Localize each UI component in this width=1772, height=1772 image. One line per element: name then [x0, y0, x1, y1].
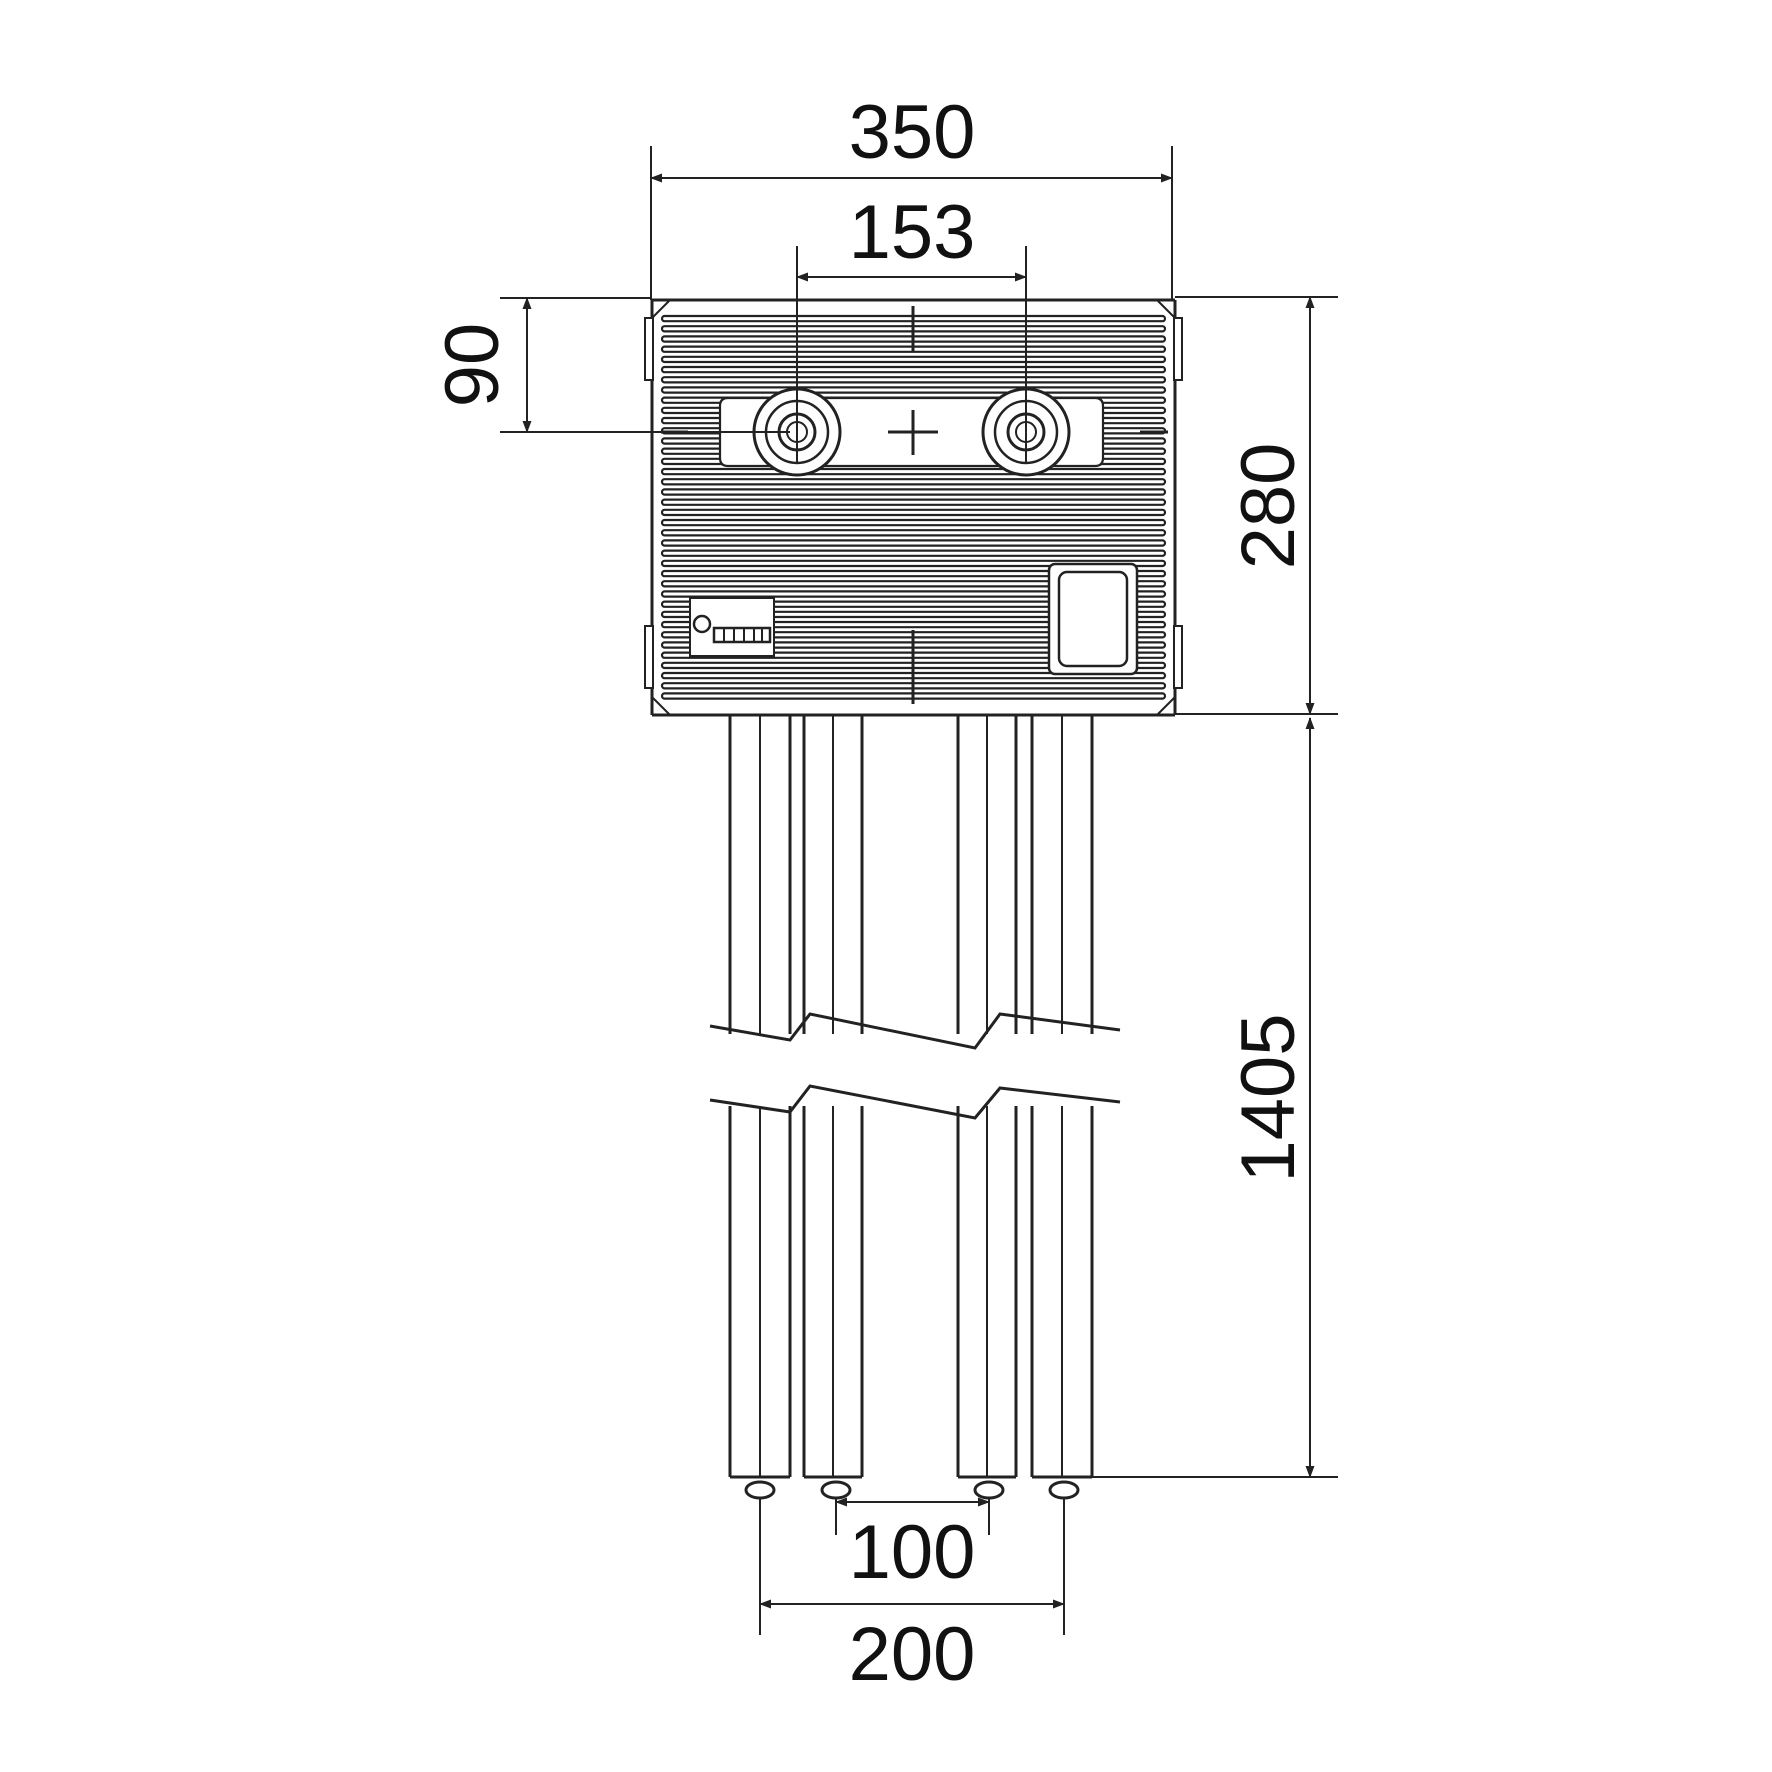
rib: [660, 549, 1167, 557]
rib: [660, 467, 1167, 476]
rib: [660, 590, 1167, 598]
rib: [660, 600, 1167, 608]
dimension-overall-width: 350: [650, 90, 1173, 300]
rib: [660, 508, 1167, 517]
rib: [660, 610, 1167, 619]
rib: [660, 488, 1167, 496]
dimension-inlet-height: 90: [430, 297, 790, 433]
rib: [660, 559, 1167, 568]
rib: [660, 498, 1167, 506]
crosshair-icon: [888, 410, 938, 455]
rib: [660, 376, 1167, 384]
rib: [660, 620, 1167, 629]
dim-label-box-height: 280: [1226, 443, 1311, 570]
rib: [660, 529, 1167, 537]
side-clips: [644, 317, 1183, 689]
rib: [660, 569, 1167, 578]
brand-logo-icon: [689, 597, 775, 657]
dim-label-pipe-length: 1405: [1226, 1013, 1311, 1182]
pipes: [728, 715, 1094, 1479]
rib: [660, 518, 1167, 527]
dimension-pipe-length: 1405: [1080, 717, 1338, 1478]
rib: [660, 539, 1167, 547]
dimension-pipe-spacing-outer: 200: [759, 1498, 1065, 1697]
pipe-nuts: [744, 1480, 1080, 1500]
inspection-window: [1047, 562, 1139, 676]
break-lines: [709, 1012, 1121, 1120]
dimension-inlet-spacing: 153: [796, 190, 1027, 462]
rib: [660, 355, 1167, 364]
dim-label-inlet-height: 90: [430, 323, 515, 408]
rib: [660, 386, 1167, 394]
dim-label-pipe-spacing-outer: 200: [849, 1612, 976, 1697]
rib: [660, 478, 1167, 486]
rib: [660, 580, 1167, 588]
rib: [660, 365, 1167, 374]
dimension-box-height: 280: [1175, 296, 1338, 715]
dim-label-overall-width: 350: [849, 90, 976, 175]
dimension-pipe-spacing-inner: 100: [835, 1497, 990, 1595]
dim-label-pipe-spacing-inner: 100: [849, 1510, 976, 1595]
installation-box: [644, 298, 1183, 717]
dim-label-inlet-spacing: 153: [849, 190, 976, 275]
